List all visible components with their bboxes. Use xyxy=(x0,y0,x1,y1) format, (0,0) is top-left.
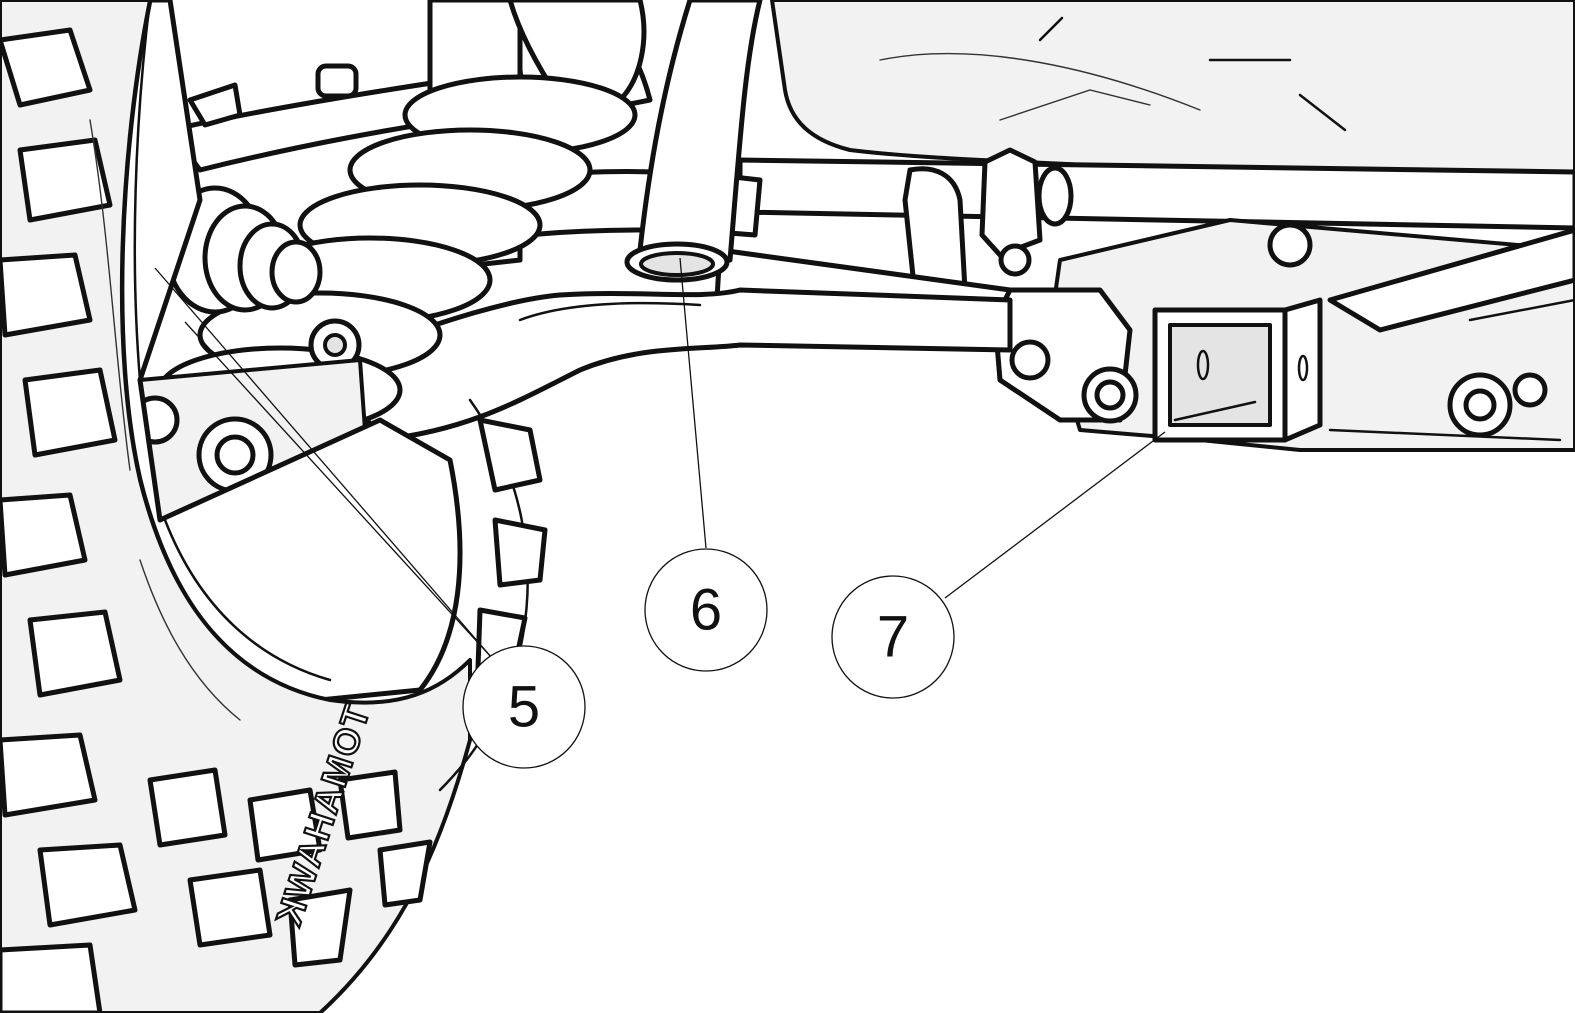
leader-line-6 xyxy=(679,257,707,549)
tire xyxy=(0,0,548,1013)
leader-line-7 xyxy=(944,431,1166,599)
callout-6-label: 6 xyxy=(690,578,722,643)
leader-line-5b xyxy=(184,321,493,659)
callout-6: 6 xyxy=(644,548,768,672)
callout-7-label: 7 xyxy=(877,605,909,670)
callout-5: 5 xyxy=(462,645,586,769)
callout-5-label: 5 xyxy=(508,675,540,740)
exhaust-pipe-outlet xyxy=(624,241,730,283)
lower-control-arm xyxy=(327,287,1013,443)
leader-line-5a xyxy=(154,267,493,659)
leader-lines xyxy=(154,257,1166,659)
cv-boot xyxy=(164,185,323,315)
trailer-hitch-receiver xyxy=(1152,297,1323,443)
callout-7: 7 xyxy=(831,575,955,699)
